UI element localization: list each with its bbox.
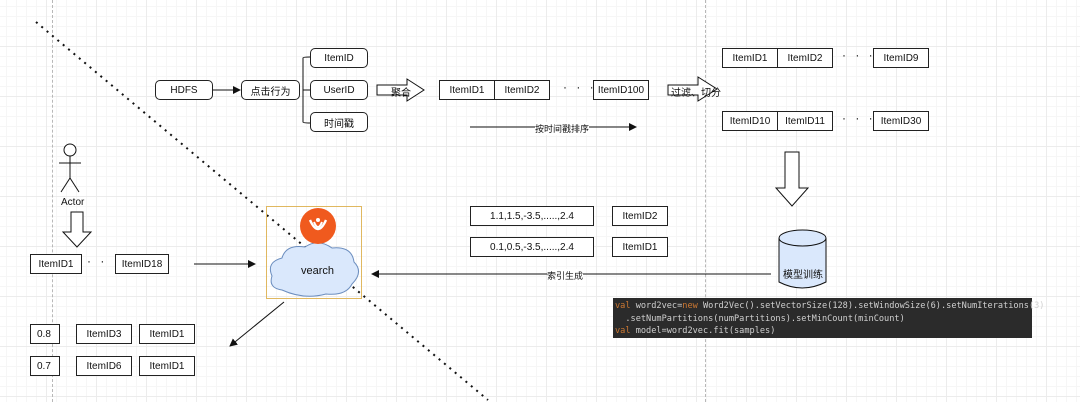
seq-bottom-item-30: ItemID30: [873, 111, 929, 131]
result-2-item-a: ItemID6: [76, 356, 132, 376]
guide-line-left: [52, 0, 53, 402]
result-1-score: 0.8: [30, 324, 60, 344]
block-arrow-down-train: [774, 151, 810, 207]
bracket-fields: [302, 56, 311, 124]
seq-main-item-1: ItemID1: [439, 80, 495, 100]
seq-main-item-100: ItemID100: [593, 80, 649, 100]
vector-row-1: 1.1,1.5,-3.5,.....,2.4: [470, 206, 594, 226]
guide-line-right: [705, 0, 706, 402]
block-arrow-aggregate: [376, 78, 425, 102]
code-line-2: .setNumPartitions(numPartitions).setMinC…: [615, 313, 905, 324]
seq-top-item-1: ItemID1: [722, 48, 778, 68]
vearch-label: vearch: [301, 265, 335, 277]
sort-by-time-label: 按时间戳排序: [535, 122, 590, 135]
seq-bottom-item-11: ItemID11: [777, 111, 833, 131]
query-item-1: ItemID1: [30, 254, 82, 274]
actor-label: Actor: [61, 197, 85, 208]
vearch-logo-icon: [300, 208, 336, 244]
vearch-mark-icon: [308, 218, 328, 231]
index-gen-label: 索引生成: [547, 269, 584, 282]
query-ellipsis: · · ·: [87, 254, 121, 268]
code-keyword: new: [682, 301, 698, 311]
user-id-node: UserID: [310, 80, 368, 100]
vector-row-2: 0.1,0.5,-3.5,.....,2.4: [470, 237, 594, 257]
block-arrow-filter: [667, 76, 718, 102]
vector-row-1-id: ItemID2: [612, 206, 668, 226]
vearch-cloud: [269, 242, 359, 297]
word2vec-code: val word2vec=new Word2Vec().setVectorSiz…: [613, 298, 1044, 338]
click-behavior-node: 点击行为: [241, 80, 300, 100]
model-train-label: 模型训练: [783, 270, 823, 281]
result-2-score: 0.7: [30, 356, 60, 376]
code-line-1a: word2vec=: [630, 301, 683, 311]
result-2-item-b: ItemID1: [139, 356, 195, 376]
code-line-1b: Word2Vec().setVectorSize(128).setWindowS…: [697, 301, 1045, 311]
block-arrow-down-actor: [61, 211, 93, 248]
actor-figure: [59, 143, 81, 193]
seq-top-item-9: ItemID9: [873, 48, 929, 68]
seq-main-item-2: ItemID2: [494, 80, 550, 100]
code-keyword: val: [615, 301, 631, 311]
query-item-18: ItemID18: [115, 254, 169, 274]
result-1-item-b: ItemID1: [139, 324, 195, 344]
arrow-to-results: [229, 301, 285, 347]
code-keyword: val: [615, 326, 631, 336]
vector-row-2-id: ItemID1: [612, 237, 668, 257]
filter-split-label: 过滤、切分: [671, 88, 721, 99]
seq-bottom-item-10: ItemID10: [722, 111, 778, 131]
aggregate-label: 聚合: [391, 88, 411, 99]
code-line-3: model=word2vec.fit(samples): [630, 326, 776, 336]
vearch-frame: [266, 206, 362, 299]
timestamp-node: 时间戳: [310, 112, 368, 132]
result-1-item-a: ItemID3: [76, 324, 132, 344]
cylinder-model-train: [778, 238, 827, 289]
item-id-node: ItemID: [310, 48, 368, 68]
seq-top-item-2: ItemID2: [777, 48, 833, 68]
hdfs-node: HDFS: [155, 80, 213, 100]
diagonal-dotted-line: [35, 21, 489, 401]
